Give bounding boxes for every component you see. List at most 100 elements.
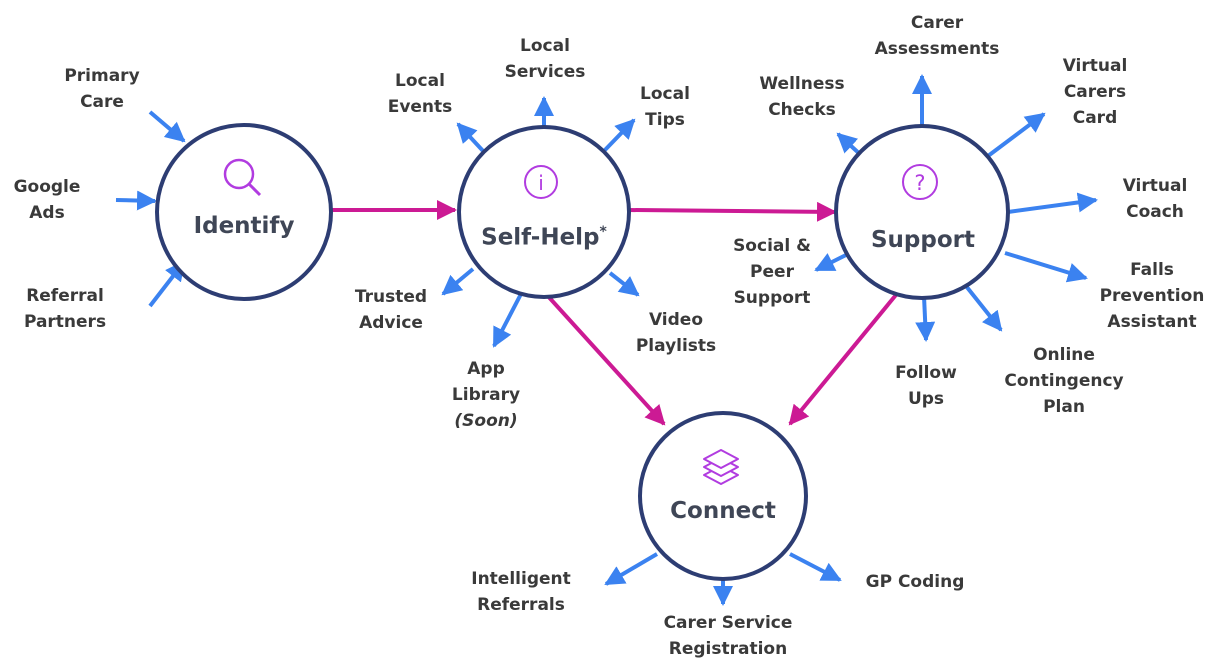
label-intelligent-referrals: Intelligent Referrals	[455, 566, 587, 618]
label-line: Support	[733, 288, 811, 308]
label-line: GP Coding	[865, 572, 965, 592]
label-online-contingency: Online Contingency Plan	[990, 342, 1138, 420]
label-virtual-carers-card: Virtual Carers Card	[1040, 53, 1150, 131]
selfhelp-asterisk: *	[599, 224, 607, 240]
selfhelp-node	[457, 125, 631, 299]
arrow-selfhelp-to-support	[628, 201, 837, 222]
arrow-social-peer-support	[814, 251, 851, 272]
arrow-selfhelp-to-connect	[544, 292, 666, 426]
label-line: Referral	[26, 286, 104, 306]
label-line: Peer	[750, 262, 794, 282]
label-trusted-advice: Trusted Advice	[336, 284, 446, 336]
label-line: Tips	[645, 110, 685, 130]
arrow-app-library	[492, 291, 524, 348]
arrow-online-contingency	[964, 284, 1003, 332]
arrow-follow-ups	[915, 295, 936, 342]
label-gp-coding: GP Coding	[850, 569, 980, 595]
layers-icon	[703, 449, 739, 485]
label-line: Follow	[895, 363, 957, 383]
label-line: Carer Service	[663, 613, 793, 633]
label-line: Library	[451, 385, 521, 405]
label-line: Events	[387, 97, 453, 117]
label-line: Online	[1033, 345, 1095, 365]
label-line: Video	[648, 310, 704, 330]
identify-node	[155, 123, 333, 301]
label-local-events: Local Events	[370, 68, 470, 120]
label-line: Card	[1072, 108, 1118, 128]
arrow-virtual-coach	[1007, 192, 1098, 214]
flow-arrows	[330, 200, 902, 426]
selfhelp-title: Self-Help*	[462, 218, 626, 252]
connect-title: Connect	[650, 497, 796, 525]
label-virtual-coach: Virtual Coach	[1100, 173, 1210, 225]
label-line: Advice	[359, 313, 423, 333]
label-line: Assistant	[1107, 312, 1197, 332]
magnifier-icon	[223, 158, 262, 197]
arrow-intelligent-referrals	[604, 552, 659, 586]
label-line: Virtual	[1062, 56, 1128, 76]
connect-title-text: Connect	[670, 498, 776, 524]
label-video-playlists: Video Playlists	[621, 307, 731, 359]
label-line: Registration	[668, 639, 788, 659]
label-line: Google	[13, 177, 81, 197]
label-line: Coach	[1126, 202, 1184, 222]
label-line: Local	[640, 84, 690, 104]
selfhelp-title-text: Self-Help	[481, 224, 600, 251]
label-wellness-checks: Wellness Checks	[740, 71, 864, 123]
label-primary-care: Primary Care	[52, 63, 152, 115]
label-line: Ups	[907, 389, 945, 409]
label-line: Playlists	[635, 336, 717, 356]
label-line: Partners	[23, 312, 107, 332]
label-line: Assessments	[874, 39, 1000, 59]
arrow-google-ads	[115, 190, 157, 211]
label-line: Wellness	[759, 74, 845, 94]
label-local-tips: Local Tips	[620, 81, 710, 133]
support-title-text: Support	[870, 227, 975, 253]
label-falls-prevention: Falls Prevention Assistant	[1088, 257, 1216, 335]
label-app-library: App Library (Soon)	[436, 356, 536, 434]
arrow-support-to-connect	[788, 288, 902, 426]
label-carer-assessments: Carer Assessments	[865, 10, 1009, 62]
label-google-ads: Google Ads	[0, 174, 94, 226]
label-carer-service-registration: Carer Service Registration	[640, 610, 816, 662]
identify-title-text: Identify	[193, 213, 295, 239]
info-icon: i	[524, 165, 558, 199]
arrow-local-tips	[602, 118, 636, 153]
label-line: Services	[504, 62, 586, 82]
connect-node	[638, 411, 808, 581]
arrow-gp-coding	[789, 552, 842, 582]
selfhelp-arrows	[441, 96, 640, 348]
label-line: Referrals	[477, 595, 565, 615]
support-node	[834, 124, 1010, 300]
arrow-trusted-advice	[441, 267, 475, 296]
question-icon: ?	[902, 164, 938, 200]
arrow-video-playlists	[608, 271, 640, 297]
support-title: Support	[850, 226, 996, 254]
label-line: Local	[520, 36, 570, 56]
label-line: Carer	[910, 13, 964, 33]
arrow-virtual-carers-card	[986, 112, 1046, 158]
label-local-services: Local Services	[485, 33, 605, 85]
arrow-falls-prevention	[1004, 251, 1088, 283]
question-icon-glyph: ?	[914, 171, 925, 195]
label-line: Contingency	[1004, 371, 1124, 391]
label-line: Virtual	[1122, 176, 1188, 196]
label-line: Falls	[1130, 260, 1174, 280]
label-line: Ads	[29, 203, 65, 223]
label-line: Prevention	[1099, 286, 1205, 306]
support-arrows	[814, 74, 1098, 342]
label-line: Checks	[768, 100, 836, 120]
label-line: Primary	[64, 66, 140, 86]
label-social-peer-support: Social & Peer Support	[712, 233, 832, 311]
label-referral-partners: Referral Partners	[10, 283, 120, 335]
label-follow-ups: Follow Ups	[876, 360, 976, 412]
arrow-local-events	[456, 122, 486, 154]
label-line: Care	[80, 92, 124, 112]
arrow-primary-care	[148, 110, 186, 143]
label-line: Local	[395, 71, 445, 91]
label-line: Intelligent	[471, 569, 571, 589]
info-icon-glyph: i	[538, 171, 544, 195]
label-soon-note: (Soon)	[454, 411, 518, 431]
label-line: Plan	[1043, 397, 1085, 417]
